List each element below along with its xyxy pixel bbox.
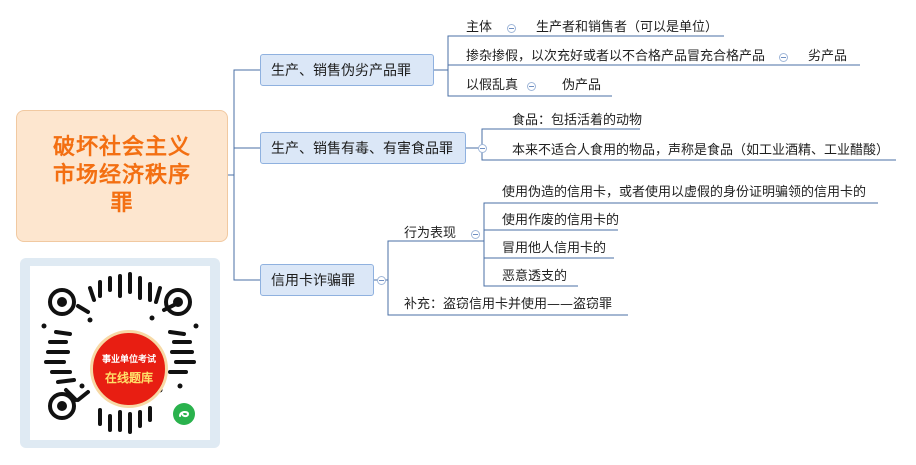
node-adulterate[interactable]: 掺杂掺假，以次充好或者以不合格产品冒充合格产品	[466, 49, 766, 64]
badge-bottom-text: 在线题库	[104, 371, 153, 385]
branch-credit-card-fraud[interactable]: 信用卡诈骗罪	[260, 264, 374, 296]
qr-code-pattern-icon	[41, 272, 199, 434]
root-line-1: 破坏社会主义	[52, 135, 191, 160]
node-behavior-forged-card[interactable]: 使用伪造的信用卡，或者使用以虚假的身份证明骗领的信用卡的	[502, 185, 867, 200]
node-subject[interactable]: 主体	[466, 20, 493, 35]
node-food-definition[interactable]: 食品：包括活着的动物	[512, 113, 643, 128]
node-behavior-impersonate[interactable]: 冒用他人信用卡的	[502, 241, 607, 256]
node-non-edible[interactable]: 本来不适合人食用的物品，声称是食品（如工业酒精、工业醋酸）	[512, 143, 890, 158]
collapse-icon[interactable]	[507, 24, 516, 33]
node-subject-detail[interactable]: 生产者和销售者（可以是单位）	[536, 20, 719, 35]
branch-fake-products[interactable]: 生产、销售伪劣产品罪	[260, 54, 434, 86]
collapse-icon[interactable]	[527, 82, 536, 91]
branch-toxic-food[interactable]: 生产、销售有毒、有害食品罪	[260, 132, 466, 164]
collapse-icon[interactable]	[779, 53, 788, 62]
mini-program-icon	[173, 403, 195, 425]
qr-code-card[interactable]: 事业单位考试 在线题库	[20, 258, 220, 448]
exam-badge: 事业单位考试 在线题库	[90, 330, 168, 408]
node-behavior-overdraft[interactable]: 恶意透支的	[502, 269, 568, 284]
root-line-3: 罪	[110, 191, 134, 216]
node-inferior-product[interactable]: 劣产品	[808, 49, 848, 64]
node-supplement[interactable]: 补充：盗窃信用卡并使用——盗窃罪	[404, 297, 613, 312]
node-fake-product[interactable]: 伪产品	[562, 78, 602, 93]
collapse-icon[interactable]	[377, 276, 386, 285]
root-line-2: 市场经济秩序	[52, 163, 191, 188]
node-behavior[interactable]: 行为表现	[404, 226, 457, 241]
root-topic[interactable]: 破坏社会主义 市场经济秩序 罪	[16, 110, 228, 242]
qr-code-image: 事业单位考试 在线题库	[30, 266, 210, 440]
collapse-icon[interactable]	[471, 230, 480, 239]
node-behavior-invalid-card[interactable]: 使用作废的信用卡的	[502, 213, 620, 228]
node-counterfeit[interactable]: 以假乱真	[466, 78, 519, 93]
collapse-icon[interactable]	[478, 144, 487, 153]
badge-top-text: 事业单位考试	[101, 355, 156, 365]
